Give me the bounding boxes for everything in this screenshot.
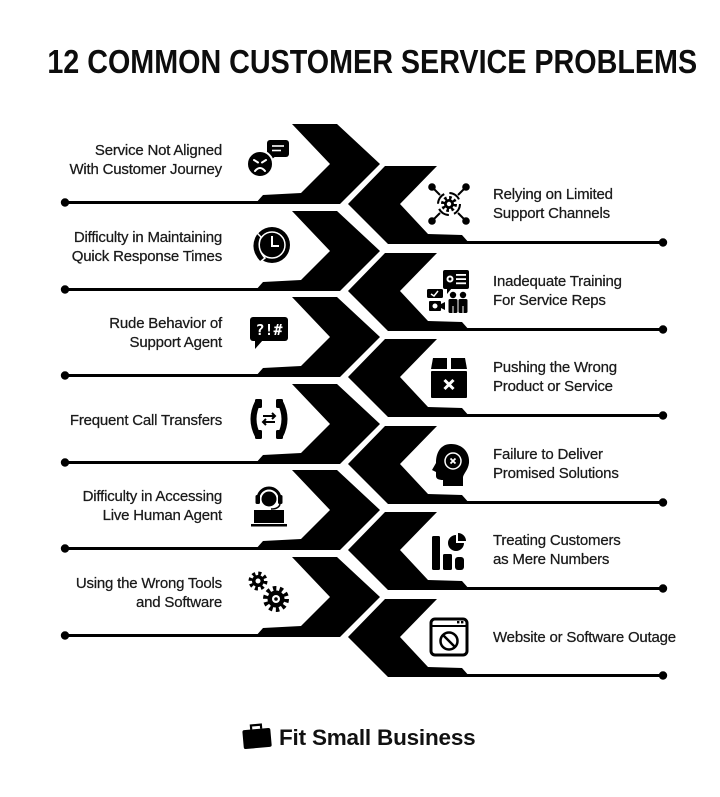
- problem-item-left-2: Difficulty in Maintaining Quick Response…: [0, 211, 223, 283]
- problem-label-line: Difficulty in Accessing: [82, 488, 223, 505]
- problem-label-line: and Software: [136, 594, 222, 611]
- problem-label-line: Website or Software Outage: [493, 628, 676, 646]
- problem-item-left-5: Difficulty in Accessing Live Human Agent: [0, 470, 223, 542]
- chevron-left-5: [255, 470, 380, 550]
- chevron-right-4: [348, 426, 470, 504]
- briefcase-icon: [241, 722, 273, 755]
- problem-label-line: Failure to Deliver: [493, 446, 603, 463]
- chevron-left-3: [255, 297, 380, 377]
- problem-label-line: Promised Solutions: [493, 465, 619, 482]
- head-x-icon: [425, 442, 473, 486]
- training-icon: [425, 269, 473, 313]
- gears-icon: [245, 570, 293, 614]
- problem-label-line: Using the Wrong Tools: [75, 575, 223, 592]
- problem-item-right-4: Failure to Deliver Promised Solutions: [493, 428, 713, 500]
- call-transfer-icon: [245, 397, 293, 441]
- timeline-dot: [60, 198, 70, 207]
- problem-label-line: Product or Service: [493, 378, 613, 395]
- timeline-dot: [658, 498, 668, 507]
- problem-label-line: Live Human Agent: [102, 507, 222, 524]
- problem-item-left-3: Rude Behavior of Support Agent: [0, 297, 222, 369]
- gear-network-icon: [425, 182, 473, 226]
- problem-label-line: Support Agent: [129, 334, 222, 351]
- browser-ban-icon: [425, 615, 473, 659]
- chevron-right-3: [348, 339, 470, 417]
- sad-face-chat-icon: [245, 137, 293, 181]
- problem-item-right-1: Relying on Limited Support Channels: [493, 168, 713, 240]
- chevron-right-6: [348, 599, 470, 677]
- speech-bubble-symbols: ?!#: [255, 321, 282, 339]
- problem-item-left-6: Using the Wrong Tools and Software: [0, 557, 223, 629]
- problem-label-line: Support Channels: [493, 205, 610, 222]
- problem-item-left-4: Frequent Call Transfers: [0, 384, 223, 456]
- page-title: 12 COMMON CUSTOMER SERVICE PROBLEMS: [47, 43, 698, 80]
- chevron-left-6: [255, 557, 380, 637]
- chevron-right-5: [348, 512, 470, 590]
- problem-item-left-1: Service Not Aligned With Customer Journe…: [0, 124, 222, 196]
- chevron-left-4: [255, 384, 380, 464]
- problem-label-line: For Service Reps: [493, 292, 606, 309]
- brand-logo: Fit Small Business: [241, 722, 476, 755]
- timeline-dot: [60, 631, 70, 640]
- clock-phone-icon: [245, 224, 293, 268]
- problem-item-right-3: Pushing the Wrong Product or Service: [493, 341, 713, 413]
- problem-label-line: as Mere Numbers: [493, 551, 610, 568]
- chevron-right-2: [348, 253, 470, 331]
- problem-label-line: Relying on Limited: [493, 186, 613, 203]
- timeline-dot: [658, 584, 668, 593]
- chevron-left-2: [255, 211, 380, 291]
- timeline-dot: [658, 671, 668, 680]
- problem-label-line: Treating Customers: [493, 532, 621, 549]
- brand-name: Fit Small Business: [279, 725, 476, 750]
- chevron-left-1: [255, 124, 380, 204]
- box-x-icon: [425, 355, 473, 399]
- bar-chart-pie-icon: [425, 528, 473, 572]
- timeline-dot: [60, 458, 70, 467]
- timeline-dot: [658, 238, 668, 247]
- timeline-dot: [60, 544, 70, 553]
- headset-agent-icon: [245, 483, 293, 527]
- problem-label-line: Service Not Aligned: [94, 142, 223, 159]
- problem-label-line: Inadequate Training: [493, 273, 622, 290]
- timeline-dot: [658, 411, 668, 420]
- problem-label-line: Quick Response Times: [71, 248, 223, 265]
- timeline-dot: [60, 285, 70, 294]
- angry-speech-bubble-icon: ?!#: [245, 310, 293, 354]
- chevron-right-1: [348, 166, 470, 244]
- problem-item-right-2: Inadequate Training For Service Reps: [493, 255, 713, 327]
- timeline-dot: [60, 371, 70, 380]
- problem-label-line: Pushing the Wrong: [493, 359, 617, 376]
- problem-label-line: Frequent Call Transfers: [69, 411, 223, 429]
- problem-label-line: Difficulty in Maintaining: [73, 229, 223, 246]
- problem-item-right-6: Website or Software Outage: [493, 601, 713, 673]
- problem-label-line: With Customer Journey: [69, 161, 222, 178]
- timeline-dot: [658, 325, 668, 334]
- problem-label-line: Rude Behavior of: [109, 315, 222, 332]
- problem-item-right-5: Treating Customers as Mere Numbers: [493, 514, 713, 586]
